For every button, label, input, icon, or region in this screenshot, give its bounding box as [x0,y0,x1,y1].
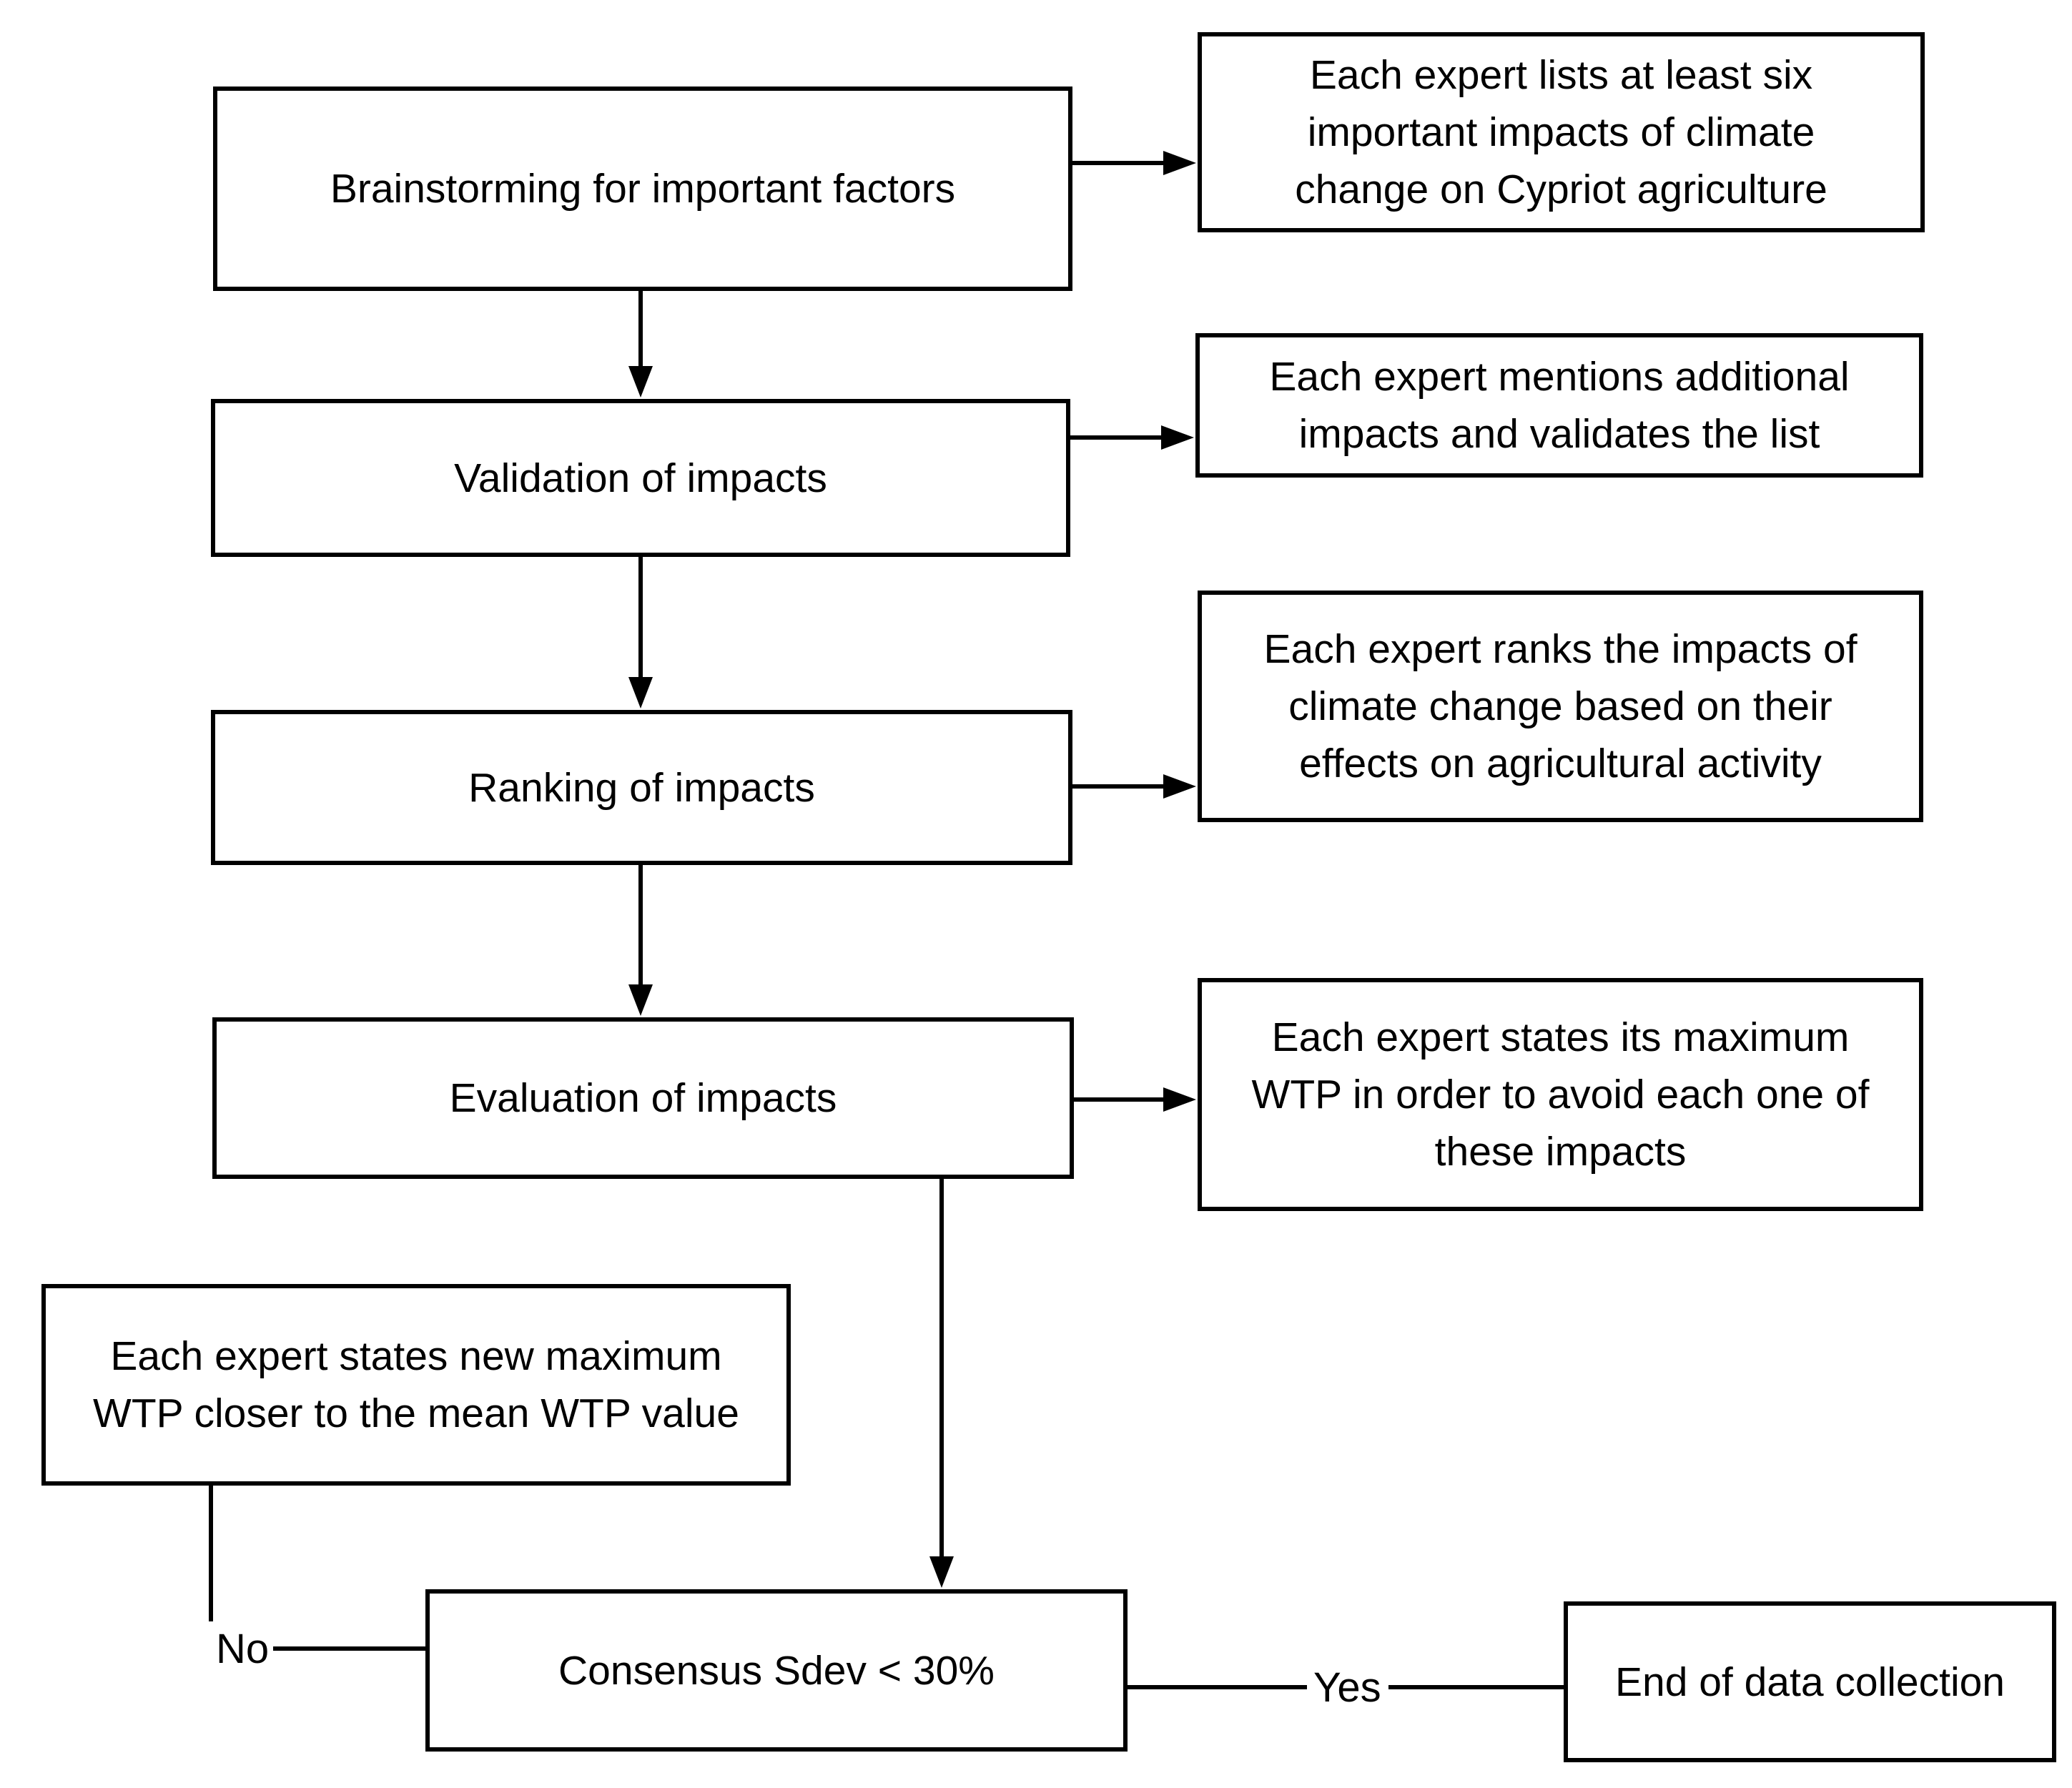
note-line: Each expert states its maximum [1271,1014,1850,1060]
edge-label-yes: Yes [1311,1667,1384,1709]
arrow-ranking-to-note [1072,774,1196,799]
note-line: Each expert lists at least six [1309,52,1813,98]
node-note-brainstorming: Each expert lists at least six important… [1198,32,1925,232]
arrow-brainstorming-to-validation [628,291,653,397]
connector-revision-no-consensus [209,1486,425,1651]
note-line: impacts and validates the list [1298,411,1820,457]
note-line: WTP in order to avoid each one of [1251,1072,1870,1117]
note-line: Each expert states new maximum [110,1333,722,1379]
node-brainstorming: Brainstorming for important factors [213,87,1072,291]
arrow-evaluation-to-note [1074,1087,1196,1112]
node-note-ranking: Each expert ranks the impacts of climate… [1198,591,1923,822]
node-evaluation: Evaluation of impacts [212,1017,1074,1179]
node-revision: Each expert states new maximum WTP close… [41,1284,791,1486]
node-validation: Validation of impacts [211,399,1070,557]
node-end-of-data-collection: End of data collection [1564,1601,2056,1762]
arrow-brainstorming-to-note [1072,151,1196,175]
note-line: these impacts [1434,1129,1687,1175]
arrow-validation-to-note [1070,425,1194,450]
arrow-validation-to-ranking [628,557,653,708]
note-line: Each expert mentions additional [1269,354,1850,400]
note-line: Each expert ranks the impacts of [1263,626,1858,672]
node-end-label: End of data collection [1614,1659,2006,1705]
node-ranking: Ranking of impacts [211,710,1072,865]
node-ranking-label: Ranking of impacts [468,764,815,811]
node-consensus-label: Consensus Sdev < 30% [558,1647,995,1694]
note-line: effects on agricultural activity [1299,741,1822,786]
edge-label-no: No [213,1629,272,1670]
note-line: climate change based on their [1288,683,1832,729]
arrow-ranking-to-evaluation [628,865,653,1016]
node-note-evaluation: Each expert states its maximum WTP in or… [1198,978,1923,1211]
note-line: change on Cypriot agriculture [1295,167,1827,212]
node-consensus-decision: Consensus Sdev < 30% [425,1589,1128,1752]
node-validation-label: Validation of impacts [454,455,827,501]
node-note-validation: Each expert mentions additional impacts … [1195,333,1923,478]
node-brainstorming-label: Brainstorming for important factors [330,166,956,212]
arrow-evaluation-to-consensus [929,1179,954,1588]
note-line: WTP closer to the mean WTP value [93,1391,739,1436]
note-line: important impacts of climate [1307,109,1815,155]
node-evaluation-label: Evaluation of impacts [449,1075,837,1121]
